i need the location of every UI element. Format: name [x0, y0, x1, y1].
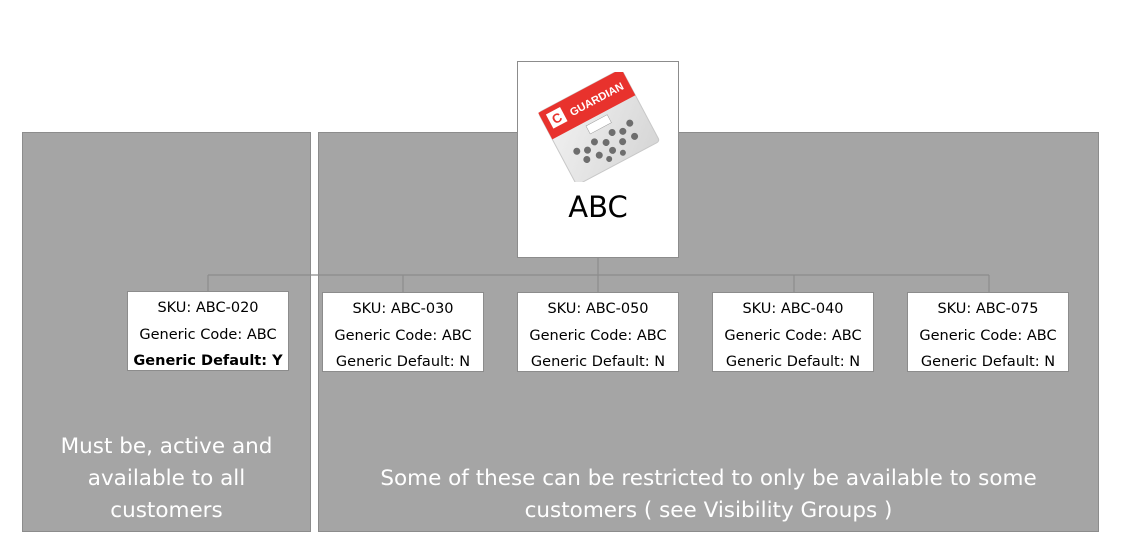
generic-code-label: Generic Code: ABC — [529, 327, 667, 344]
sku-label: SKU: ABC-020 — [157, 300, 259, 316]
parent-product-card: C GUARDIAN ABC — [517, 61, 679, 258]
generic-code-label: Generic Code: ABC — [139, 326, 277, 343]
generic-default-label: Generic Default: N — [335, 354, 471, 370]
sku-card: SKU: ABC-050 Generic Code: ABC Generic D… — [517, 292, 679, 372]
caption-line: customers — [110, 498, 223, 523]
caption-line: customers ( see Visibility Groups ) — [524, 498, 893, 523]
caption-line: Some of these can be restricted to only … — [380, 466, 1037, 491]
sku-card: SKU: ABC-075 Generic Code: ABC Generic D… — [907, 292, 1069, 372]
sku-label: SKU: ABC-030 — [352, 301, 454, 317]
sku-card: SKU: ABC-040 Generic Code: ABC Generic D… — [712, 292, 874, 372]
sku-label: SKU: ABC-075 — [937, 301, 1039, 317]
generic-code-label: Generic Code: ABC — [724, 327, 862, 344]
restricted-panel-caption: Some of these can be restricted to only … — [318, 463, 1099, 527]
generic-default-label: Generic Default: N — [725, 354, 861, 370]
caption-line: Must be, active and — [60, 434, 273, 459]
generic-code-label: Generic Code: ABC — [334, 327, 472, 344]
sku-card-default: SKU: ABC-020 Generic Code: ABC Generic D… — [127, 291, 289, 371]
sku-card: SKU: ABC-030 Generic Code: ABC Generic D… — [322, 292, 484, 372]
sku-label: SKU: ABC-040 — [742, 301, 844, 317]
product-package-image: C GUARDIAN — [538, 72, 660, 182]
parent-title: ABC — [568, 190, 628, 224]
generic-code-label: Generic Code: ABC — [919, 327, 1057, 344]
generic-default-label: Generic Default: N — [530, 354, 666, 370]
default-panel-caption: Must be, active and available to all cus… — [22, 431, 311, 527]
sku-label: SKU: ABC-050 — [547, 301, 649, 317]
generic-default-label: Generic Default: Y — [133, 353, 283, 369]
caption-line: available to all — [87, 466, 246, 491]
generic-default-label: Generic Default: N — [920, 354, 1056, 370]
